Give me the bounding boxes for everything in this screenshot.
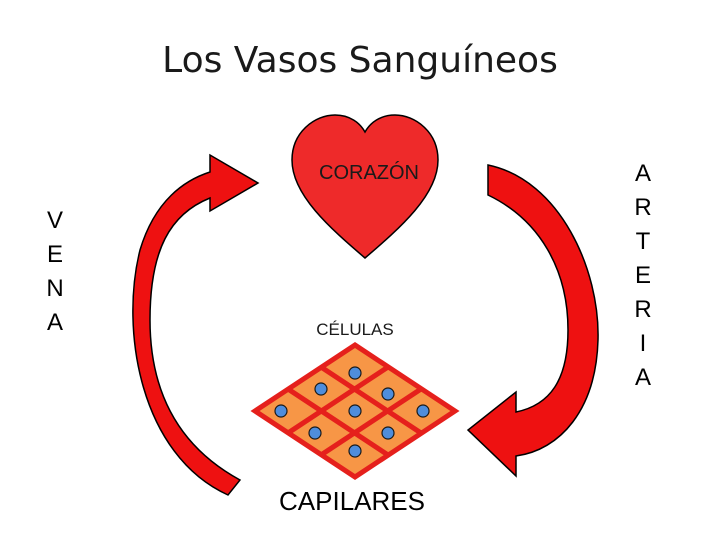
capillaries-label: CAPILARES bbox=[279, 486, 425, 516]
cells-label: CÉLULAS bbox=[316, 320, 393, 339]
capillary-line bbox=[319, 386, 423, 458]
vein-letter: N bbox=[46, 275, 64, 302]
capillary-line bbox=[319, 364, 423, 436]
cell-dot bbox=[348, 366, 362, 380]
cell-dot bbox=[416, 404, 430, 418]
cell-dot bbox=[348, 404, 362, 418]
heart-shape bbox=[291, 114, 439, 259]
artery-letter: A bbox=[634, 160, 651, 187]
cell-dot bbox=[381, 387, 395, 401]
cell-dot bbox=[308, 426, 322, 440]
vein-letter: V bbox=[46, 207, 63, 234]
artery-letter: I bbox=[639, 330, 647, 357]
cell-dot bbox=[274, 404, 288, 418]
artery-letter: T bbox=[635, 228, 651, 255]
artery-arrow bbox=[466, 164, 599, 478]
slide-title: Los Vasos Sanguíneos bbox=[162, 40, 558, 81]
vein-letter: E bbox=[46, 241, 63, 268]
capillary-line bbox=[286, 386, 390, 458]
artery-letter: A bbox=[634, 364, 651, 391]
capillary-line bbox=[286, 364, 390, 436]
artery-letter: R bbox=[634, 296, 652, 323]
vein-letter: A bbox=[46, 309, 63, 336]
cell-dot bbox=[381, 426, 395, 440]
cell-dot bbox=[348, 444, 362, 458]
artery-letter: R bbox=[634, 194, 652, 221]
vein-arrow bbox=[132, 153, 260, 496]
artery-label: A R T E R I A bbox=[628, 157, 658, 395]
cell-dot bbox=[314, 382, 328, 396]
artery-letter: E bbox=[634, 262, 651, 289]
capillary-network bbox=[250, 342, 460, 480]
vein-label: V E N A bbox=[40, 204, 70, 340]
heart-label: CORAZÓN bbox=[319, 161, 419, 184]
